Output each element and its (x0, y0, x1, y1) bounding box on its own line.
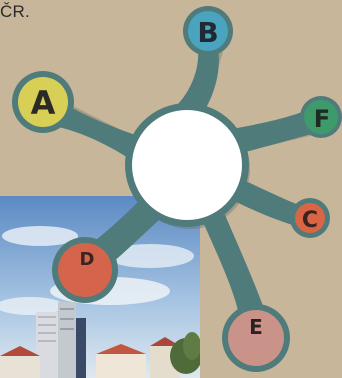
node-f-label: F (314, 105, 330, 133)
node-b[interactable]: B (188, 11, 228, 51)
node-f[interactable]: F (304, 100, 338, 134)
header-text: ČR. (0, 2, 30, 21)
node-b-label: B (197, 16, 218, 49)
node-d[interactable]: D (58, 243, 112, 297)
node-c-label: C (302, 208, 318, 233)
node-e[interactable]: E (228, 310, 284, 366)
node-d-label: D (80, 249, 95, 270)
node-a[interactable]: A (18, 77, 68, 127)
center-circle (132, 110, 242, 220)
node-e-label: E (249, 315, 263, 339)
node-c[interactable]: C (295, 203, 325, 233)
node-a-label: A (31, 84, 56, 122)
